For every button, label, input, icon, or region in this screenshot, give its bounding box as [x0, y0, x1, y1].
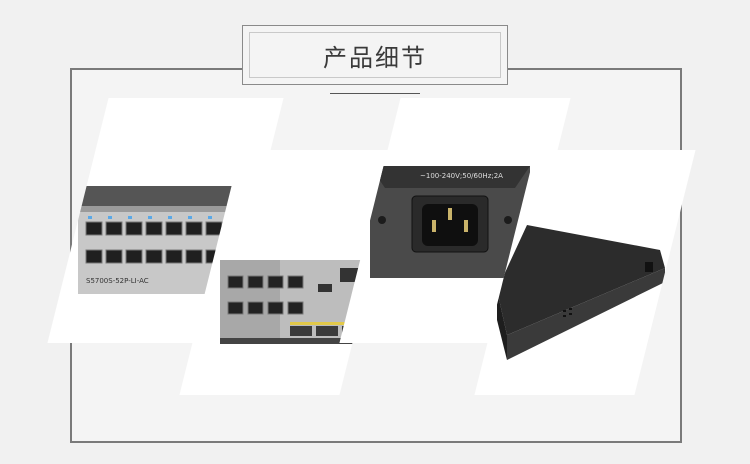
power-socket-image: [370, 166, 530, 278]
photo-switch-power-socket: ~100-240V;50/60Hz;2A: [339, 98, 571, 343]
photo-switch-side-view: [474, 150, 696, 395]
switch-console-image: [220, 260, 390, 344]
title-box: 产品细节: [242, 25, 508, 85]
switch-side-image: [497, 225, 665, 360]
title-underline: [330, 93, 420, 94]
photo-switch-console-sfp: [179, 150, 401, 395]
power-rating-label: ~100-240V;50/60Hz;2A: [420, 172, 503, 180]
model-label: S5700S-52P-LI-AC: [86, 277, 149, 285]
page-title: 产品细节: [323, 44, 427, 72]
